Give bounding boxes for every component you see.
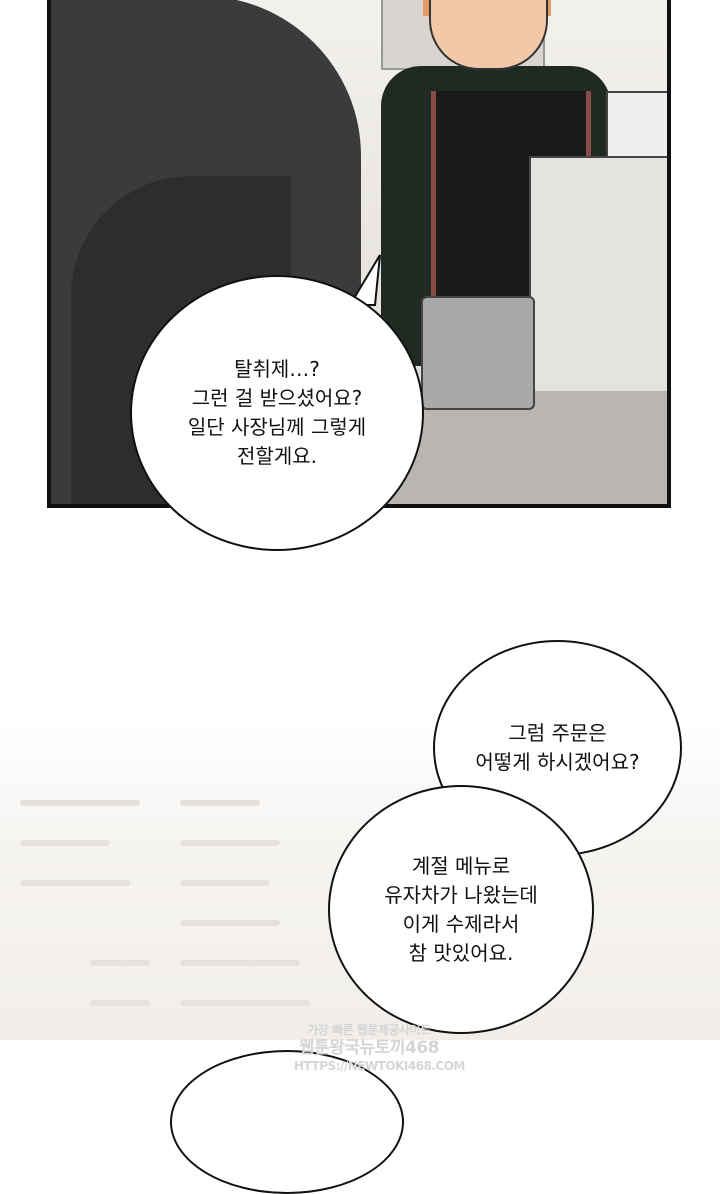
speech-bubble-1: 탈취제…? 그런 걸 받으셨어요? 일단 사장님께 그렇게 전할게요. <box>130 275 424 551</box>
dialogue-line: 그런 걸 받으셨어요? <box>191 386 363 410</box>
dialogue-line: 일단 사장님께 그렇게 <box>187 415 367 439</box>
dialogue-line: 유자차가 나왔는데 <box>384 882 538 907</box>
dialogue-line: 그럼 주문은 <box>508 721 607 745</box>
watermark-line: 가장 빠른 웹툰제공사이트 <box>307 1023 431 1037</box>
card-terminal <box>421 296 535 410</box>
comic-panel-counter-scene <box>47 0 671 508</box>
dialogue-line: 계절 메뉴로 <box>411 853 511 878</box>
dialogue-line: 이게 수제라서 <box>402 911 520 936</box>
watermark-line: 웹툰왕국뉴토끼468 <box>299 1038 439 1058</box>
dialogue-line: 탈취제…? <box>234 357 320 381</box>
speech-bubble-3: 계절 메뉴로 유자차가 나왔는데 이게 수제라서 참 맛있어요. <box>328 785 594 1034</box>
dialogue-line: 참 맛있어요. <box>408 940 514 965</box>
cash-register <box>529 156 667 420</box>
watermark: 가장 빠른 웹툰제공사이트 웹툰왕국뉴토끼468 HTTPS://NEWTOKI… <box>294 1022 465 1075</box>
dialogue-line: 어떻게 하시겠어요? <box>475 750 640 774</box>
watermark-line: HTTPS://NEWTOKI468.COM <box>294 1059 465 1073</box>
dialogue-line: 전할게요. <box>237 444 317 468</box>
